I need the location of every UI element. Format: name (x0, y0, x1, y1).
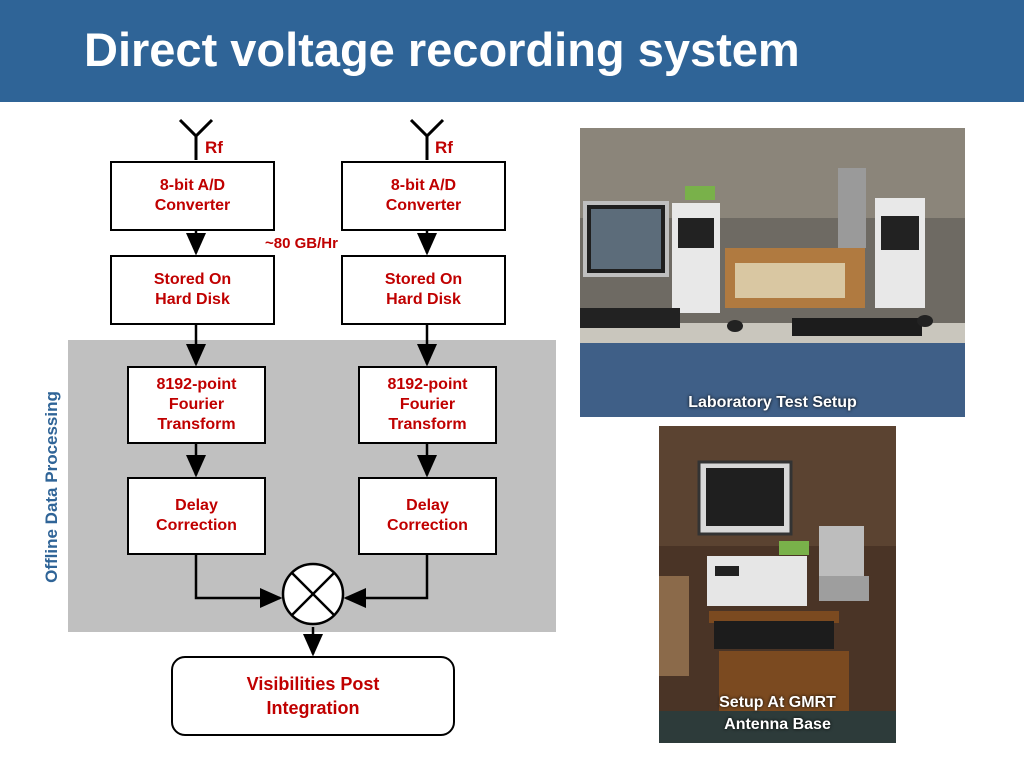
adc-label-left: 8-bit A/D Converter (154, 177, 231, 214)
fft-box-right: 8192-point Fourier Transform (358, 366, 497, 444)
disk-label-right: Stored On Hard Disk (384, 271, 463, 308)
fft-box-left: 8192-point Fourier Transform (127, 366, 266, 444)
visibilities-label: Visibilities Post Integration (246, 674, 380, 718)
gmrt-setup-photo (659, 426, 896, 743)
antenna-icon-right (409, 118, 445, 160)
fft-label-left: 8192-point Fourier Transform (156, 376, 237, 433)
disk-label-left: Stored On Hard Disk (153, 271, 232, 308)
antenna-icon-left (178, 118, 214, 160)
delay-label-right: Delay Correction (387, 497, 468, 534)
gmrt-setup-image (659, 426, 896, 743)
data-rate-label: ~80 GB/Hr (265, 235, 338, 252)
fft-label-right: 8192-point Fourier Transform (387, 376, 468, 433)
lab-setup-caption: Laboratory Test Setup (688, 394, 857, 411)
disk-box-right: Stored On Hard Disk (341, 255, 506, 325)
rf-label-left: Rf (205, 138, 223, 157)
gmrt-setup-caption: Setup At GMRT Antenna Base (719, 694, 836, 733)
delay-box-left: Delay Correction (127, 477, 266, 555)
adc-box-left: 8-bit A/D Converter (110, 161, 275, 231)
adc-label-right: 8-bit A/D Converter (385, 177, 462, 214)
correlator-multiplier-icon (281, 562, 345, 626)
lab-setup-photo (580, 128, 965, 417)
disk-box-left: Stored On Hard Disk (110, 255, 275, 325)
adc-box-right: 8-bit A/D Converter (341, 161, 506, 231)
arrow-delay-mixer-right (343, 554, 429, 608)
delay-box-right: Delay Correction (358, 477, 497, 555)
slide-title: Direct voltage recording system (84, 23, 800, 76)
lab-setup-image (580, 128, 965, 417)
arrow-delay-mixer-left (194, 554, 283, 608)
visibilities-box: Visibilities Post Integration (171, 656, 455, 736)
title-bar: Direct voltage recording system (0, 0, 1024, 102)
rf-label-right: Rf (435, 138, 453, 157)
delay-label-left: Delay Correction (156, 497, 237, 534)
